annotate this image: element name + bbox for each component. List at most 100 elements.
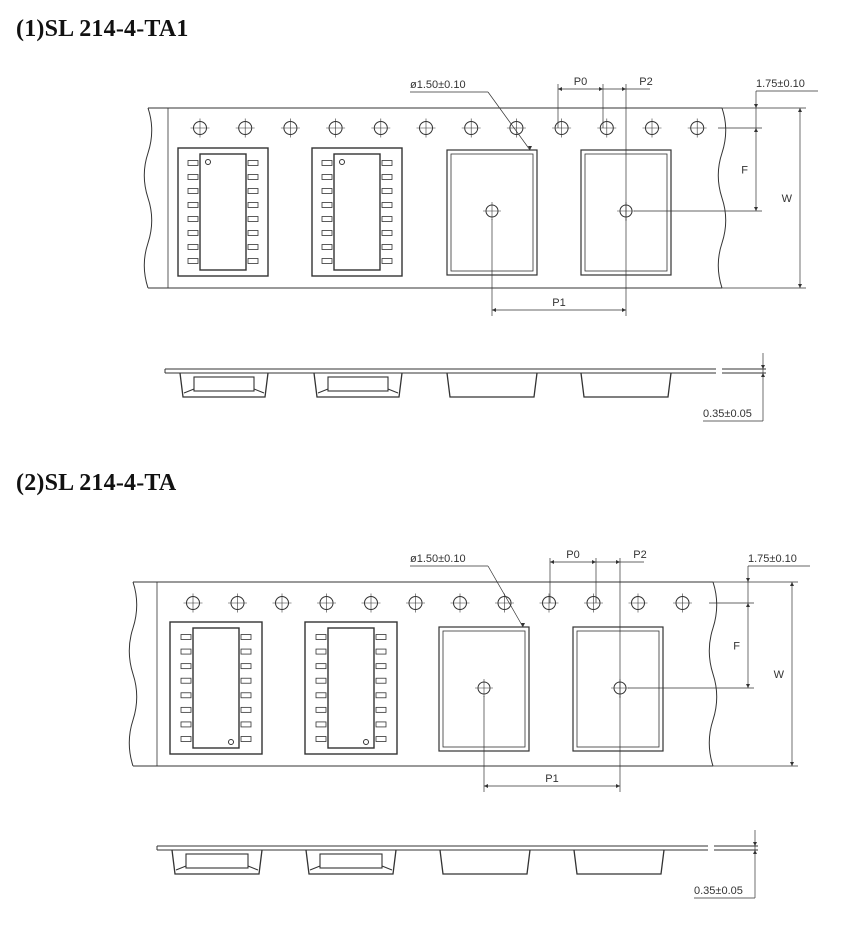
side-pocket-2	[446, 372, 538, 398]
ic-lead-right	[375, 706, 387, 713]
ic-lead-right	[240, 736, 252, 742]
side-device-0	[185, 853, 249, 869]
side-device-0	[193, 376, 255, 392]
side-pocket-1	[305, 849, 397, 875]
ic-lead-right	[240, 721, 252, 728]
ic-lead-right	[240, 648, 252, 655]
ic-lead-left	[187, 188, 199, 194]
pocket-device-0	[177, 147, 269, 277]
ic-body-1	[333, 153, 381, 271]
ic-lead-right	[247, 244, 259, 250]
ic-lead-left	[315, 663, 327, 670]
ic-lead-left	[321, 188, 333, 194]
ic-lead-left	[180, 721, 192, 728]
dim-f-arrow-top	[746, 603, 750, 607]
side-pocket-0	[171, 849, 263, 875]
ic-lead-left	[180, 648, 192, 655]
dim-thickness-arrow-top	[753, 842, 757, 846]
ic-lead-right	[381, 216, 393, 222]
dim-p2-arrow	[616, 560, 620, 564]
ic-lead-left	[315, 677, 327, 684]
dim-w-label: W	[782, 193, 793, 205]
ic-lead-left	[180, 677, 192, 684]
ic-lead-left	[187, 230, 199, 236]
ic-lead-left	[321, 230, 333, 236]
ic-lead-left	[187, 244, 199, 250]
side-pocket-3	[580, 372, 672, 398]
ic-lead-left	[315, 648, 327, 655]
dim-p2-label: P2	[633, 549, 646, 561]
ic-lead-right	[240, 634, 252, 640]
ic-lead-right	[375, 677, 387, 684]
ic-lead-right	[375, 634, 387, 640]
dim-hole-diameter-leader	[487, 565, 524, 628]
ic-lead-left	[187, 216, 199, 222]
ic-lead-left	[315, 706, 327, 713]
ic-lead-left	[321, 258, 333, 264]
dim-f-arrow-bottom	[754, 207, 758, 211]
side-pocket-1	[313, 372, 403, 398]
pin1-mark-1	[363, 739, 369, 745]
ic-lead-right	[247, 230, 259, 236]
dim-p1-arrow-l	[492, 308, 496, 312]
side-lead-left-1	[317, 388, 329, 394]
ic-body-1	[327, 627, 375, 749]
ic-lead-right	[381, 188, 393, 194]
dim-p1-label: P1	[552, 297, 565, 309]
dim-f-label: F	[733, 641, 740, 653]
ic-lead-right	[375, 736, 387, 742]
ic-lead-left	[321, 244, 333, 250]
dim-edge-offset-label: 1.75±0.10	[748, 553, 797, 565]
dim-edge-offset-label: 1.75±0.10	[756, 78, 805, 90]
dim-p0-arrow-r	[592, 560, 596, 564]
dim-p0-arrow-r	[599, 87, 603, 91]
ic-lead-right	[375, 692, 387, 699]
dim-edge-offset-arrow	[754, 104, 758, 108]
ic-body-0	[199, 153, 247, 271]
ic-lead-left	[315, 721, 327, 728]
ic-lead-right	[381, 174, 393, 180]
ic-lead-left	[180, 706, 192, 713]
ic-lead-left	[315, 692, 327, 699]
ic-lead-right	[240, 677, 252, 684]
dim-w-arrow-top	[790, 582, 794, 586]
ic-lead-left	[187, 160, 199, 166]
dim-p0-arrow-l	[558, 87, 562, 91]
dim-hole-diameter-label: ø1.50±0.10	[410, 79, 466, 91]
ic-lead-right	[247, 258, 259, 264]
ic-lead-right	[381, 230, 393, 236]
dim-thickness-label: 0.35±0.05	[703, 408, 752, 420]
pin1-mark-0	[205, 159, 211, 165]
ic-lead-left	[180, 663, 192, 670]
tape-left-break	[143, 107, 153, 289]
dim-w-label: W	[774, 669, 785, 681]
ic-lead-left	[321, 216, 333, 222]
ic-lead-left	[180, 634, 192, 640]
dim-p0-label: P0	[574, 76, 587, 88]
ic-lead-left	[315, 634, 327, 640]
ic-lead-left	[187, 258, 199, 264]
side-pocket-3	[573, 849, 665, 875]
side-lead-right-1	[381, 865, 393, 871]
pocket-empty-inner-1	[576, 630, 660, 748]
tape-right-break	[708, 581, 718, 767]
ic-lead-left	[315, 736, 327, 742]
pocket-device-0	[169, 621, 263, 755]
ic-lead-right	[381, 160, 393, 166]
ic-lead-right	[247, 174, 259, 180]
side-device-1	[327, 376, 389, 392]
dim-hole-diameter-arrow	[521, 623, 525, 627]
ic-lead-right	[240, 692, 252, 699]
dim-p0-label: P0	[566, 549, 579, 561]
ic-lead-left	[187, 174, 199, 180]
dim-p1-arrow-r	[622, 308, 626, 312]
side-lead-left-1	[309, 865, 321, 871]
ic-lead-left	[180, 692, 192, 699]
side-lead-left-0	[183, 388, 195, 394]
dim-f-arrow-bottom	[746, 684, 750, 688]
side-pocket-0	[179, 372, 269, 398]
dim-hole-diameter-label: ø1.50±0.10	[410, 553, 466, 565]
side-lead-right-0	[253, 388, 265, 394]
side-pocket-2	[439, 849, 531, 875]
